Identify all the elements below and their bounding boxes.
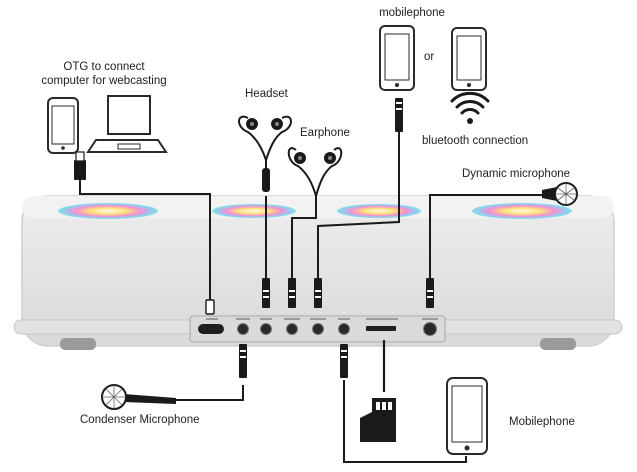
label-bluetooth-connection: bluetooth connection: [422, 135, 529, 147]
jack-plug: [288, 278, 296, 308]
label-earphone: Earphone: [300, 127, 350, 139]
label-headset: Headset: [245, 88, 288, 100]
condenser-mic-cable: [170, 385, 244, 401]
tf-card-slot: [366, 326, 396, 331]
jack-plug: [340, 344, 348, 378]
jack-plug: [239, 344, 247, 378]
microphone-icon: [542, 182, 578, 206]
label-otg-line1: OTG to connect: [63, 61, 145, 73]
microsd-card-icon: [360, 340, 396, 442]
jack-port: [338, 323, 350, 335]
jack-port: [286, 323, 298, 335]
jack-plug: [314, 278, 322, 308]
phone-icon: [379, 25, 415, 91]
earphone-icon: [287, 147, 343, 197]
label-otg: OTG to connect computer for webcasting: [36, 60, 172, 88]
jack-plug: [426, 278, 434, 308]
phone-icon: [446, 377, 488, 455]
phone-top-cable: [317, 130, 400, 280]
rgb-pads: [58, 203, 572, 219]
laptop-icon: [86, 95, 168, 153]
mic-port: [423, 322, 437, 336]
otg-cable: [79, 180, 211, 300]
plugs: [74, 98, 434, 378]
phone-icon: [451, 27, 487, 91]
dynamic-mic-cable: [429, 194, 548, 280]
usb-c-port: [198, 324, 224, 334]
rgb-pad: [472, 203, 572, 219]
usb-plug: [74, 151, 86, 180]
cables: [79, 130, 548, 463]
port-panel: [189, 315, 446, 343]
jack-port: [237, 323, 249, 335]
jack-plug: [395, 98, 403, 132]
jack-port: [312, 323, 324, 335]
earphone-cable: [291, 196, 317, 280]
label-dynamic-microphone: Dynamic microphone: [462, 168, 571, 180]
label-condenser-microphone: Condenser Microphone: [80, 414, 200, 426]
phone-bottom-cable: [343, 380, 467, 463]
bluetooth-wave-icon: [450, 91, 490, 124]
label-otg-line2: computer for webcasting: [41, 75, 167, 87]
rgb-pad: [337, 204, 421, 218]
phone-icon: [47, 97, 79, 154]
jack-port: [260, 323, 272, 335]
rgb-pad: [58, 203, 158, 219]
jack-plug: [262, 278, 270, 308]
headset-icon: [238, 115, 292, 192]
label-mobilephone-bottom: Mobilephone: [509, 416, 575, 428]
microphone-icon: [101, 384, 176, 410]
label-or: or: [424, 51, 435, 63]
rgb-pad: [212, 204, 296, 218]
usb-c-plug: [205, 299, 215, 315]
label-mobilephone-top: mobilephone: [379, 7, 445, 19]
